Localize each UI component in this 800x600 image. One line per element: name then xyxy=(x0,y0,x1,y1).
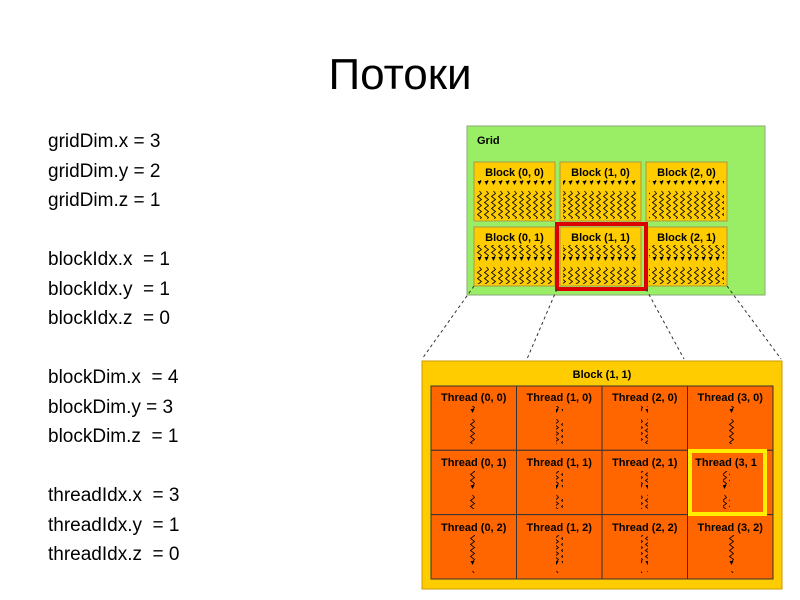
svg-text:Thread (0, 1): Thread (0, 1) xyxy=(441,457,507,469)
svg-text:Thread (1, 0): Thread (1, 0) xyxy=(527,392,593,404)
block-2-0: Block (2, 0) xyxy=(645,161,728,222)
var-block-dim-x: blockDim.x = 4 xyxy=(48,367,179,388)
grid-label: Grid xyxy=(477,135,500,147)
svg-text:Thread (2, 2): Thread (2, 2) xyxy=(612,522,678,534)
var-thread-idx-y: threadIdx.y = 1 xyxy=(48,514,180,536)
var-grid-dim-y: gridDim.y = 2 xyxy=(48,160,161,182)
svg-text:Block (2, 0): Block (2, 0) xyxy=(657,167,716,179)
page-title: Потоки xyxy=(328,50,472,99)
block-1-1: Block (1, 1) xyxy=(559,226,642,287)
var-block-dim-y: blockDim.y = 3 xyxy=(48,396,174,418)
highlighted-block-frame xyxy=(555,222,648,291)
thread-1-2: Thread (1, 2) xyxy=(516,514,603,580)
svg-text:Thread (1, 1): Thread (1, 1) xyxy=(527,457,593,469)
svg-text:Block (0, 0): Block (0, 0) xyxy=(485,167,544,179)
block-0-0: Block (0, 0) xyxy=(473,161,556,222)
block-detail-label: Block (1, 1) xyxy=(573,369,632,381)
svg-text:Thread (0, 2): Thread (0, 2) xyxy=(441,522,507,534)
thread-3-2: Thread (3, 2) xyxy=(687,514,774,580)
svg-text:Thread (3, 2): Thread (3, 2) xyxy=(698,522,764,534)
svg-text:Block (1, 1): Block (1, 1) xyxy=(571,232,630,244)
svg-text:Block (2, 1): Block (2, 1) xyxy=(657,232,716,244)
var-grid-dim-x: gridDim.x = 3 xyxy=(48,131,161,152)
svg-text:Thread (2, 1): Thread (2, 1) xyxy=(612,457,678,469)
block-0-1: Block (0, 1) xyxy=(473,226,556,287)
highlighted-thread-frame xyxy=(688,449,767,516)
svg-text:Thread (1, 2): Thread (1, 2) xyxy=(527,522,593,534)
thread-2-2: Thread (2, 2) xyxy=(601,514,688,580)
var-thread-idx-x: threadIdx.x = 3 xyxy=(48,485,180,506)
zoom-lines xyxy=(421,285,782,360)
thread-0-0: Thread (0, 0) xyxy=(430,385,517,451)
thread-1-1: Thread (1, 1) xyxy=(516,449,603,516)
var-block-idx-y: blockIdx.y = 1 xyxy=(48,278,170,300)
block-2-1: Block (2, 1) xyxy=(645,226,728,287)
thread-2-1: Thread (2, 1) xyxy=(601,449,688,516)
thread-3-0: Thread (3, 0) xyxy=(687,385,774,451)
var-block-dim-z: blockDim.z = 1 xyxy=(48,426,179,447)
svg-text:Thread (0, 0): Thread (0, 0) xyxy=(441,392,507,404)
svg-text:Thread (3, 1: Thread (3, 1 xyxy=(695,457,757,469)
thread-1-0: Thread (1, 0) xyxy=(516,385,603,451)
thread-0-1: Thread (0, 1) xyxy=(430,449,517,516)
var-grid-dim-z: gridDim.z = 1 xyxy=(48,190,161,211)
svg-text:Thread (2, 0): Thread (2, 0) xyxy=(612,392,678,404)
block-1-0: Block (1, 0) xyxy=(559,161,642,222)
variables-list: gridDim.x = 3 gridDim.y = 2 gridDim.z = … xyxy=(48,127,180,570)
var-block-idx-z: blockIdx.z = 0 xyxy=(48,308,170,329)
thread-0-2: Thread (0, 2) xyxy=(430,514,517,580)
var-block-idx-x: blockIdx.x = 1 xyxy=(48,249,170,270)
svg-text:Block (0, 1): Block (0, 1) xyxy=(485,232,544,244)
thread-3-1: Thread (3, 1 xyxy=(687,449,774,516)
svg-text:Thread (3, 0): Thread (3, 0) xyxy=(698,392,764,404)
svg-text:Block (1, 0): Block (1, 0) xyxy=(571,167,630,179)
var-thread-idx-z: threadIdx.z = 0 xyxy=(48,544,180,565)
thread-2-0: Thread (2, 0) xyxy=(601,385,688,451)
